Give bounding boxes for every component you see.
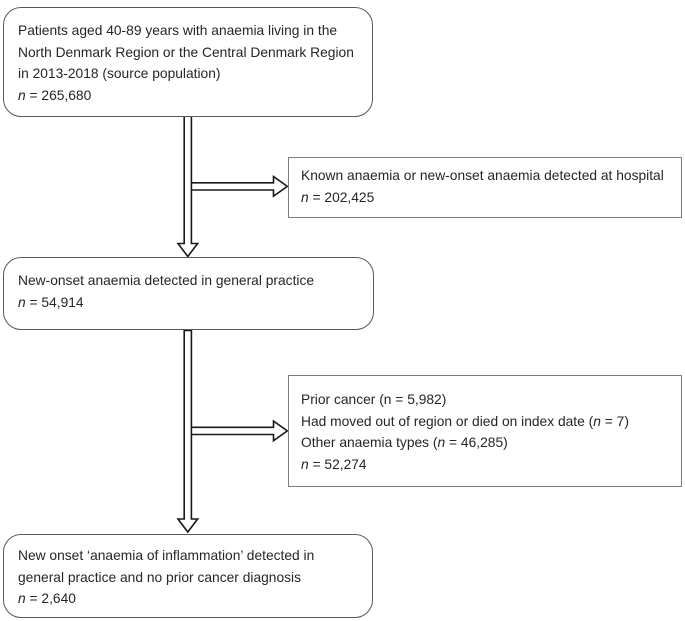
text-segment: in 2013-2018 (source population) — [18, 66, 221, 82]
text-segment: North Denmark Region or the Central Denm… — [18, 44, 354, 60]
box-line: in 2013-2018 (source population) — [18, 63, 358, 85]
box-line: Patients aged 40-89 years with anaemia l… — [18, 20, 358, 42]
n-count-symbol: n — [18, 591, 26, 607]
box-line: Known anaemia or new-onset anaemia detec… — [301, 165, 669, 187]
text-segment: New onset ‘anaemia of inflammation’ dete… — [18, 548, 315, 563]
text-segment: Known anaemia or new-onset anaemia detec… — [301, 168, 664, 183]
text-segment: = 7) — [600, 413, 629, 429]
arrow-source-to-gp — [176, 115, 200, 258]
box-line: n = 52,274 — [301, 454, 669, 476]
n-count-value: = 265,680 — [25, 88, 92, 104]
n-count-symbol: n — [437, 435, 446, 451]
box-line: Had moved out of region or died on index… — [301, 411, 669, 433]
text-segment: Prior cancer (n = 5,982) — [301, 392, 447, 407]
box-line: Prior cancer (n = 5,982) — [301, 389, 669, 411]
n-count-symbol: n — [18, 294, 26, 310]
box-line: general practice and no prior cancer dia… — [18, 567, 358, 589]
box-source-population: Patients aged 40-89 years with anaemia l… — [3, 7, 373, 117]
box-line: New-onset anaemia detected in general pr… — [18, 270, 359, 292]
n-count-symbol: n — [301, 457, 309, 473]
n-count-value: = 202,425 — [308, 189, 375, 205]
text-segment: Other anaemia types ( — [301, 435, 438, 451]
text-segment: New-onset anaemia detected in general pr… — [18, 273, 315, 288]
box-line: North Denmark Region or the Central Denm… — [18, 42, 358, 64]
n-count-symbol: n — [18, 88, 26, 104]
box-line: Other anaemia types (n = 46,285) — [301, 432, 669, 454]
arrow-gp-to-final — [176, 329, 200, 534]
box-line: n = 202,425 — [301, 187, 669, 209]
box-line: n = 265,680 — [18, 85, 358, 107]
arrow-to-exclusions-box — [189, 419, 289, 443]
n-count-value: = 2,640 — [25, 591, 76, 607]
text-segment: Patients aged 40-89 years with anaemia l… — [18, 23, 338, 38]
arrow-to-hospital-box — [189, 175, 289, 198]
text-segment: = 46,285) — [445, 435, 508, 451]
n-count-symbol: n — [301, 189, 309, 205]
box-exclusions: Prior cancer (n = 5,982) Had moved out o… — [288, 375, 682, 487]
box-hospital-excluded: Known anaemia or new-onset anaemia detec… — [288, 157, 682, 218]
box-line: n = 2,640 — [18, 588, 358, 610]
n-count-value: = 52,274 — [308, 457, 367, 473]
box-final-cohort: New onset ‘anaemia of inflammation’ dete… — [3, 534, 373, 618]
n-count-symbol: n — [593, 413, 601, 429]
box-line: New onset ‘anaemia of inflammation’ dete… — [18, 545, 358, 567]
text-segment: general practice and no prior cancer dia… — [18, 569, 302, 585]
n-count-value: = 54,914 — [25, 294, 84, 310]
box-gp-anaemia: New-onset anaemia detected in general pr… — [3, 257, 374, 330]
text-segment: Had moved out of region or died on index… — [301, 413, 594, 429]
box-line: n = 54,914 — [18, 292, 359, 314]
